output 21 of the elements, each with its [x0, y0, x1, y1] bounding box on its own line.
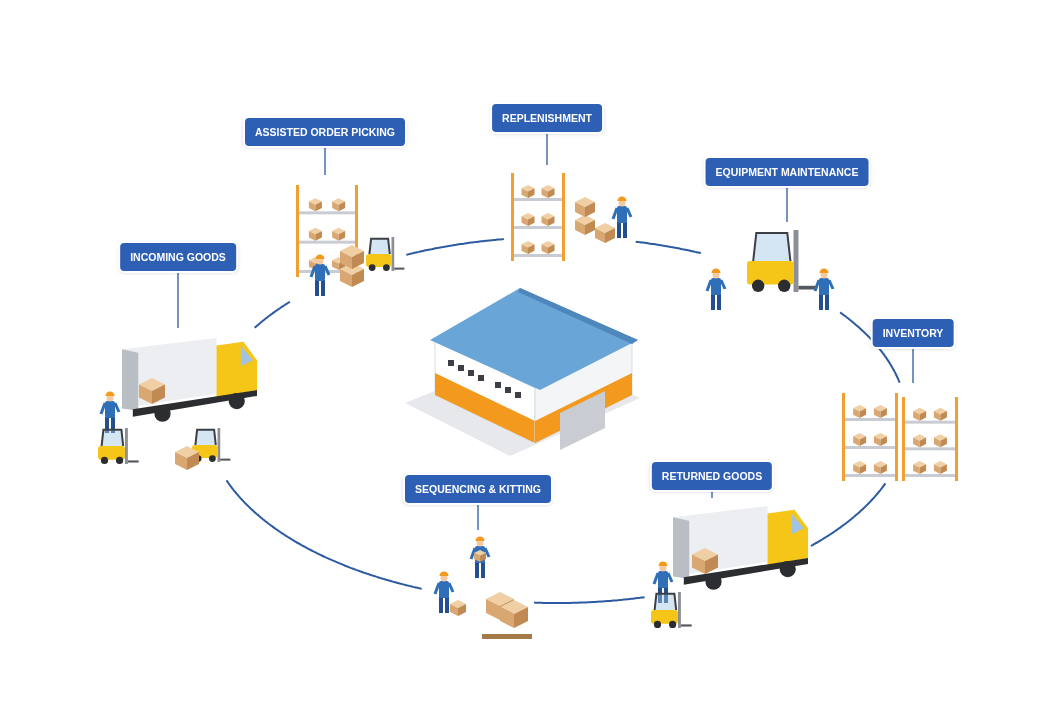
step-label: ASSISTED ORDER PICKING — [245, 118, 405, 146]
step-label: INCOMING GOODS — [120, 243, 236, 271]
leader-line — [711, 489, 713, 499]
leader-line — [786, 185, 788, 223]
connector-line — [225, 479, 423, 590]
step-label: SEQUENCING & KITTING — [405, 475, 551, 503]
connector-line — [533, 596, 646, 604]
leader-line — [546, 131, 548, 166]
leader-line — [177, 270, 179, 329]
leader-line — [324, 145, 326, 176]
step-label: EQUIPMENT MAINTENANCE — [705, 158, 869, 186]
connector-line — [839, 311, 901, 384]
connector-line — [253, 300, 291, 329]
leader-line — [912, 346, 914, 384]
step-label: REPLENISHMENT — [492, 104, 602, 132]
step-label: INVENTORY — [872, 319, 954, 347]
step-label: RETURNED GOODS — [651, 462, 773, 490]
connector-line — [405, 238, 505, 256]
connector-line — [634, 240, 702, 255]
leader-line — [477, 502, 479, 531]
connector-line — [809, 482, 887, 547]
